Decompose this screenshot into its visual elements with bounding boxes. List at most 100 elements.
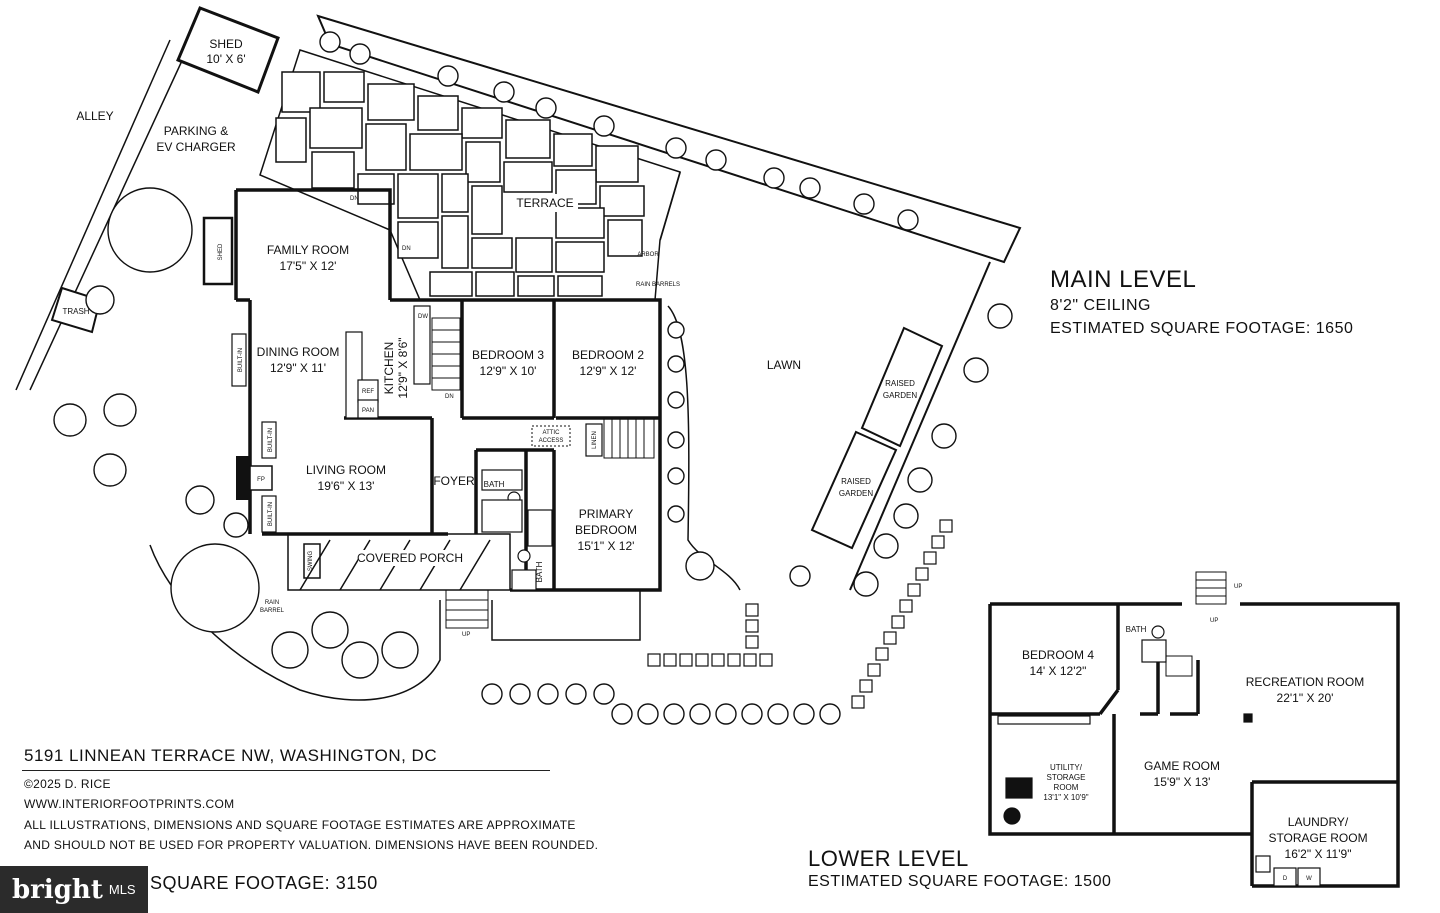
up-label-lower-1: UP [1234, 584, 1242, 590]
family-room-name: FAMILY ROOM [267, 243, 349, 257]
kitchen-fixtures [345, 305, 431, 419]
dn-label-3: DN [402, 246, 411, 252]
washer-label: W [1306, 876, 1312, 882]
lower-bath-label: BATH [1126, 625, 1147, 634]
utility-dims: 13'1" X 10'9" [1043, 793, 1088, 802]
built-in-label-1: BUILT-IN [268, 428, 274, 452]
dining-room-name: DINING ROOM [257, 345, 340, 359]
bedroom4-name: BEDROOM 4 [1022, 648, 1094, 662]
raised-garden-2-line1: RAISED [841, 477, 871, 486]
built-in-label-3: BUILT-IN [238, 348, 244, 372]
dn-label-1: DN [445, 394, 454, 400]
disclaimer-line2: AND SHOULD NOT BE USED FOR PROPERTY VALU… [24, 838, 599, 852]
linen-closet: LINEN [585, 423, 603, 457]
raised-garden-2-line2: GARDEN [839, 489, 873, 498]
recreation-room-dims: 22'1" X 20' [1277, 691, 1334, 705]
up-label-porch: UP [462, 632, 470, 638]
property-address: 5191 LINNEAN TERRACE NW, WASHINGTON, DC [24, 746, 438, 765]
rain-barrel-line1: RAIN [265, 600, 279, 606]
dryer-label: D [1283, 876, 1288, 882]
main-stairs [431, 317, 655, 629]
dining-room-dims: 12'9" X 11' [270, 361, 326, 375]
rain-barrel-line2: BARREL [260, 608, 285, 614]
bedroom3-dims: 12'9" X 10' [480, 364, 537, 378]
main-level-title: MAIN LEVEL [1050, 266, 1197, 293]
bath1-label: BATH [484, 480, 505, 489]
website: WWW.INTERIORFOOTPRINTS.COM [24, 797, 235, 811]
laundry-dims: 16'2" X 11'9" [1285, 847, 1352, 861]
bedroom2-dims: 12'9" X 12' [580, 364, 637, 378]
built-ins [202, 216, 277, 533]
lower-room-labels: BEDROOM 4 14' X 12'2" BATH RECREATION RO… [1022, 625, 1368, 861]
laundry-line2: STORAGE ROOM [1268, 831, 1367, 845]
swing-label: SWING [308, 551, 314, 572]
dw-label: DW [418, 314, 428, 320]
primary-bedroom-dims: 15'1" X 12' [578, 539, 635, 553]
living-room-name: LIVING ROOM [306, 463, 386, 477]
lower-stairs [1165, 571, 1227, 677]
bath2-label: BATH [535, 561, 544, 582]
terrace-label: TERRACE [516, 196, 573, 210]
ref-label: REF [362, 389, 374, 395]
linen-label: LINEN [592, 431, 598, 449]
bright-mls-watermark: bright MLS [0, 866, 148, 913]
main-level-square-footage: ESTIMATED SQUARE FOOTAGE: 1650 [1050, 320, 1354, 337]
watermark-brand: bright [12, 874, 103, 905]
bath-fixtures [481, 469, 553, 591]
fp-label: FP [257, 477, 265, 483]
bedroom4-dims: 14' X 12'2" [1030, 664, 1087, 678]
family-room-dims: 17'5" X 12' [280, 259, 337, 273]
lower-level-title: LOWER LEVEL [808, 846, 969, 871]
recreation-room-name: RECREATION ROOM [1246, 675, 1364, 689]
game-room-dims: 15'9" X 13' [1154, 775, 1211, 789]
trees-and-shrubs [53, 31, 1013, 725]
bedroom3-name: BEDROOM 3 [472, 348, 544, 362]
copyright: ©2025 D. RICE [24, 777, 111, 791]
lower-fixtures [997, 625, 1321, 887]
watermark-suffix: MLS [108, 882, 136, 897]
address-underline [22, 770, 550, 771]
lower-level-walls [988, 602, 1400, 888]
covered-porch-label: COVERED PORCH [357, 551, 463, 565]
utility-line2: STORAGE [1047, 773, 1086, 782]
shed-top-dims: 10' X 6' [206, 52, 245, 66]
attic-line1: ATTIC [543, 430, 561, 436]
lower-level-square-footage: ESTIMATED SQUARE FOOTAGE: 1500 [808, 873, 1112, 890]
primary-bedroom-line1: PRIMARY [579, 507, 633, 521]
parking-line1: PARKING & [164, 124, 228, 138]
disclaimer-line1: ALL ILLUSTRATIONS, DIMENSIONS AND SQUARE… [24, 818, 576, 832]
porch-label-box: COVERED PORCH [357, 550, 463, 566]
dn-label-2: DN [350, 196, 359, 202]
kitchen-name: KITCHEN [382, 342, 396, 395]
utility-line1: UTILITY/ [1050, 763, 1083, 772]
shed-side-label: SHED [218, 243, 224, 260]
alley-label: ALLEY [76, 109, 113, 123]
arbor-label: ARBOR [637, 252, 659, 258]
foyer-label: FOYER [433, 474, 475, 488]
kitchen-dims: 12'9" X 8'6" [396, 337, 410, 398]
raised-gardens [810, 326, 944, 550]
terrace-flagstones [259, 49, 681, 301]
up-label-lower-2: UP [1210, 618, 1218, 624]
raised-garden-1-line1: RAISED [885, 379, 915, 388]
main-room-labels: FAMILY ROOM 17'5" X 12' DINING ROOM 12'9… [257, 243, 801, 614]
attic-line2: ACCESS [539, 438, 564, 444]
lawn-label: LAWN [767, 358, 801, 372]
shed-top-name: SHED [209, 37, 243, 51]
bedroom2-name: BEDROOM 2 [572, 348, 644, 362]
laundry-line1: LAUNDRY/ [1288, 815, 1349, 829]
rain-barrels-label: RAIN BARRELS [636, 282, 680, 288]
pan-label: PAN [362, 408, 374, 414]
living-room-dims: 19'6" X 13' [318, 479, 375, 493]
fireplace: FP [236, 456, 273, 500]
stepping-stones [647, 519, 953, 709]
built-in-label-2: BUILT-IN [268, 502, 274, 526]
primary-bedroom-line2: BEDROOM [575, 523, 637, 537]
raised-garden-1-line2: GARDEN [883, 391, 917, 400]
utility-line3: ROOM [1054, 783, 1079, 792]
trash-label: TRASH [62, 307, 89, 316]
alley [15, 39, 187, 391]
terrace-label-box: TERRACE [512, 194, 578, 212]
game-room-name: GAME ROOM [1144, 759, 1220, 773]
